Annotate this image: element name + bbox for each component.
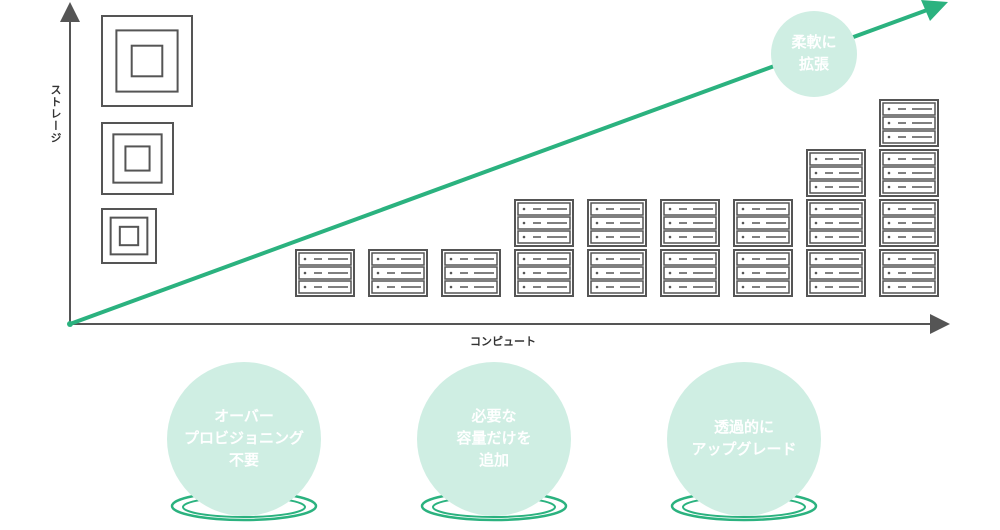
growth-arrow-head	[921, 0, 948, 21]
x-axis-label: コンピュート	[470, 335, 536, 348]
server-unit	[514, 249, 574, 297]
storage-icons	[101, 15, 193, 264]
server-unit	[660, 199, 720, 247]
growth-origin-dot	[67, 321, 73, 327]
server-unit	[806, 149, 866, 197]
server-unit	[733, 199, 793, 247]
server-unit	[660, 249, 720, 297]
server-unit	[879, 149, 939, 197]
server-unit	[295, 249, 355, 297]
server-unit	[879, 199, 939, 247]
server-unit	[733, 249, 793, 297]
server-unit	[441, 249, 501, 297]
benefit-add-needed-capacity: 必要な 容量だけを 追加	[417, 362, 571, 516]
storage-icon	[101, 15, 193, 107]
storage-icon	[101, 208, 157, 264]
server-unit	[879, 99, 939, 147]
flexible-scaling-bubble: 柔軟に 拡張	[771, 11, 857, 97]
server-unit	[806, 199, 866, 247]
server-unit	[368, 249, 428, 297]
benefit-no-overprovisioning: オーバー プロビジョニング 不要	[167, 362, 321, 516]
server-unit	[587, 199, 647, 247]
server-unit	[879, 249, 939, 297]
storage-icon	[101, 122, 174, 195]
benefit-transparent-upgrade: 透過的に アップグレード	[667, 362, 821, 516]
y-axis-label: ストレージ	[49, 84, 62, 144]
server-stacks	[295, 99, 939, 297]
server-unit	[806, 249, 866, 297]
server-unit	[514, 199, 574, 247]
server-unit	[587, 249, 647, 297]
